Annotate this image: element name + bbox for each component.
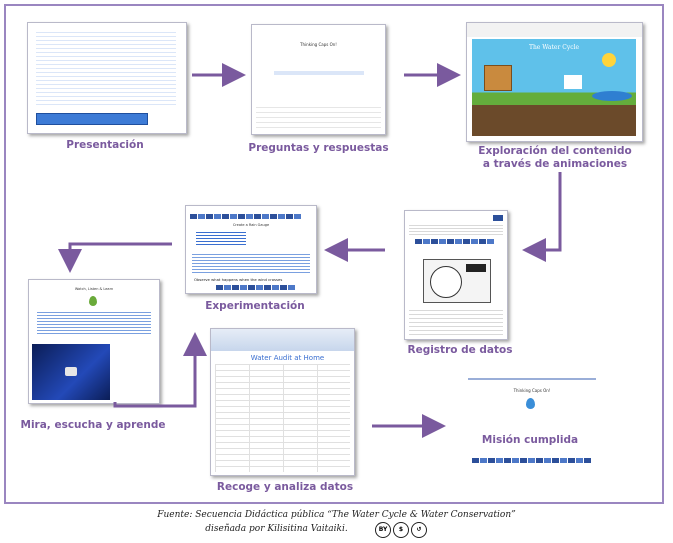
experiment-steps [192,252,310,274]
video-page-title: Watch, Listen & Learn [74,287,114,291]
caption-presentacion: Presentación [66,139,144,151]
diagram-frame [4,4,664,504]
registro-thumbnail [404,210,508,340]
exploracion-thumbnail: The Water Cycle [466,22,643,142]
arrow-experimentacion-to-mira [58,242,172,273]
cc-nc-icon: $ [393,522,409,538]
water-drop-icon [89,296,97,306]
spreadsheet-ribbon [211,329,354,351]
caption-exploracion-1: Exploración del contenido [478,145,632,157]
experiment-note: Observe what happens when the wind cross… [194,277,283,282]
thinking-caps-text: Thinking Caps On! [300,42,337,47]
water-audit-title: Water Audit at Home [250,354,325,362]
video-player[interactable] [32,344,110,400]
recoge-thumbnail: Water Audit at Home [210,328,355,476]
experiment-list [196,230,246,246]
registro-squares [415,239,494,244]
experimentacion-squares [190,214,301,219]
presentacion-text [36,29,176,107]
arrow-exploracion-to-registro [522,172,562,262]
caption-experimentacion: Experimentación [205,300,305,312]
mision-squares [472,458,591,463]
spreadsheet-grid [215,364,350,472]
caption-registro: Registro de datos [407,344,513,356]
preguntas-form [256,103,381,129]
registro-form-lines [409,307,503,335]
lake-shape [592,91,632,101]
experiment-heading: Create a Rain Gauge [232,223,270,227]
exploracion-header [467,23,642,37]
mira-text [37,310,151,336]
water-cycle-title: The Water Cycle [528,44,580,51]
preguntas-lines [274,71,364,75]
registro-lines [409,223,503,235]
mision-top-bar [468,378,596,380]
caption-mira: Mira, escucha y aprende [20,419,166,431]
play-icon[interactable] [65,367,77,376]
house-icon [564,75,582,89]
caption-exploracion-2: a través de animaciones [482,158,628,170]
presentacion-thumbnail [27,22,187,134]
footer-source-line2: diseñada por Kilisitina Vaitaiki. [205,524,348,534]
mision-drop-icon [526,398,535,409]
mision-thumbnail: Thinking Caps On! [462,378,602,468]
caption-recoge: Recoge y analiza datos [216,481,354,493]
water-meter-counter [466,264,486,272]
preguntas-thumbnail: Thinking Caps On! [251,24,386,135]
presentacion-banner [36,113,148,125]
water-meter-image [423,259,491,303]
arrow-mira-to-recoge [113,332,207,408]
footer-source-line1: Fuente: Secuencia Didáctica pública “The… [157,510,516,520]
caption-mision: Misión cumplida [481,434,579,446]
registro-logo [493,215,503,221]
signpost-icon [484,65,512,91]
caption-preguntas: Preguntas y respuestas [248,142,389,154]
mira-thumbnail: Watch, Listen & Learn [28,279,160,404]
cc-by-icon: BY [375,522,391,538]
cc-sa-icon: ↺ [411,522,427,538]
water-cycle-animation: The Water Cycle [472,39,636,136]
experimentacion-thumbnail: Create a Rain Gauge Observe what happens… [185,205,317,294]
mision-thinking-text: Thinking Caps On! [513,388,551,393]
experimentacion-squares-bottom [216,285,295,290]
water-meter-dial [430,266,462,298]
sun-icon [602,53,616,67]
